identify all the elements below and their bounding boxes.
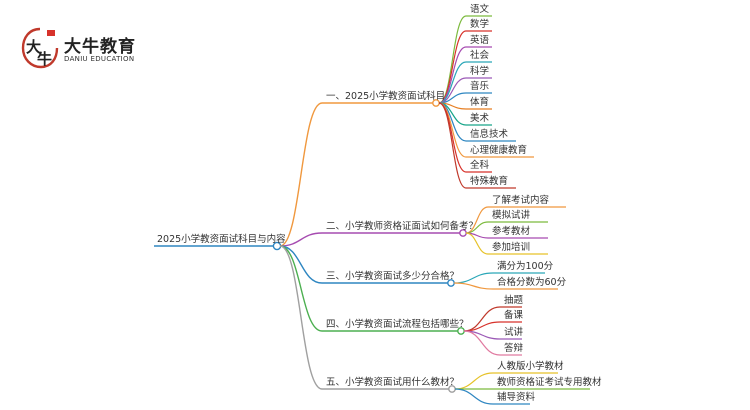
branch-connector-2: [279, 232, 323, 247]
leaf-1-6: 音乐: [470, 81, 490, 92]
leaf-3-2: 合格分数为60分: [497, 277, 567, 288]
branch-3: 三、小学教资面试多少分合格？: [326, 271, 460, 282]
leaf-connector-4-4: [463, 330, 501, 356]
leaf-1-2: 数学: [470, 19, 490, 30]
leaf-4-3: 试讲: [504, 327, 524, 338]
leaf-connector-5-3: [454, 388, 494, 405]
leaf-connector-5-1: [454, 372, 494, 390]
leaf-1-4: 社会: [470, 50, 490, 61]
leaf-1-10: 心理健康教育: [470, 145, 528, 156]
leaf-1-9: 信息技术: [470, 129, 509, 140]
leaf-4-4: 答辩: [504, 343, 524, 354]
branch-connector-5: [279, 245, 323, 390]
leaf-2-1: 了解考试内容: [492, 195, 550, 206]
svg-text:牛: 牛: [37, 50, 52, 68]
leaf-2-2: 模拟试讲: [492, 210, 531, 221]
leaf-1-5: 科学: [470, 66, 490, 77]
branch-4: 四、小学教资面试流程包括哪些？: [326, 319, 469, 330]
leaf-5-1: 人教版小学教材: [497, 361, 564, 372]
leaf-connector-3-1: [453, 272, 494, 284]
branch-connector-4: [279, 245, 323, 332]
leaf-1-12: 特殊教育: [470, 176, 509, 187]
svg-text:大: 大: [26, 38, 41, 56]
branch-connector-1: [279, 102, 323, 247]
leaf-1-8: 美术: [470, 113, 490, 124]
leaf-connector-4-1: [463, 306, 501, 332]
leaf-connector-3-2: [453, 282, 494, 290]
brand-subtitle: DANIU EDUCATION: [64, 55, 135, 63]
leaf-5-3: 辅导资料: [497, 392, 536, 403]
branch-connector-3: [279, 245, 323, 284]
brand-name: 大牛教育: [64, 37, 136, 57]
leaf-1-7: 体育: [470, 97, 490, 108]
leaf-1-3: 英语: [470, 35, 490, 46]
root-node: 2025小学教资面试科目与内容: [157, 234, 286, 245]
leaf-connector-2-4: [465, 232, 489, 255]
leaf-2-3: 参考教材: [492, 226, 531, 237]
leaf-4-1: 抽题: [504, 295, 524, 306]
leaf-3-1: 满分为100分: [497, 261, 554, 272]
leaf-1-11: 全科: [470, 160, 490, 171]
branch-5: 五、小学教资面试用什么教材？: [326, 377, 460, 388]
branch-2: 二、小学教师资格证面试如何备考？: [326, 221, 479, 232]
leaf-4-2: 备课: [504, 310, 524, 321]
leaf-connector-1-12: [438, 102, 467, 189]
brand-logo: 大 牛 大牛教育 DANIU EDUCATION: [20, 26, 150, 72]
leaf-2-4: 参加培训: [492, 242, 531, 253]
leaf-1-1: 语文: [470, 4, 490, 15]
daniu-logo-icon: 大 牛: [21, 27, 59, 69]
branch-1: 一、2025小学教资面试科目: [326, 91, 446, 102]
leaf-5-2: 教师资格证考试专用教材: [497, 377, 602, 388]
